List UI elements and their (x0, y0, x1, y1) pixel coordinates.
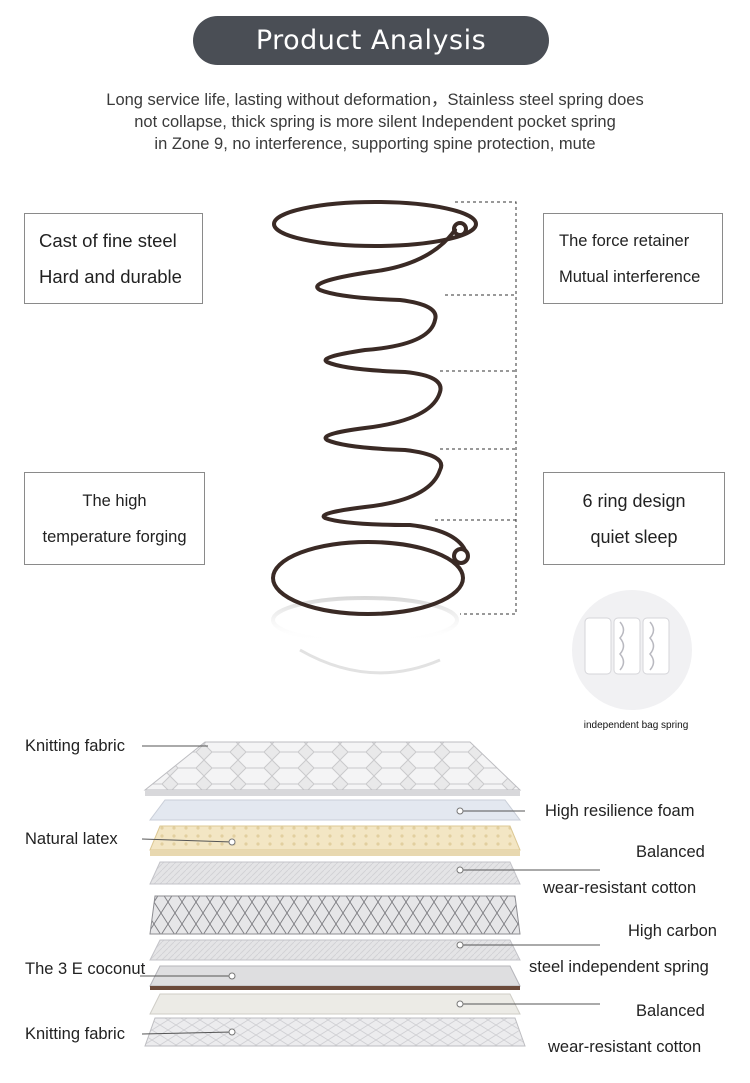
feature-line: Mutual interference (559, 267, 701, 286)
feature-box-cast-steel: Cast of fine steel Hard and durable (24, 213, 203, 304)
intro-line: in Zone 9, no interference, supporting s… (154, 135, 596, 153)
label-knitting-fabric-top: Knitting fabric (25, 737, 125, 755)
feature-box-forging: The high temperature forging (24, 472, 205, 565)
label-balanced-1: Balanced (636, 843, 705, 861)
intro-text: Long service life, lasting without defor… (40, 89, 710, 155)
feature-line: temperature forging (42, 527, 187, 546)
bag-spring-caption: independent bag spring (583, 720, 689, 731)
layer-wear-resistant-cotton-3 (149, 993, 521, 1015)
feature-line: The high (82, 491, 147, 510)
mattress-layers (143, 741, 526, 1047)
label-wear-resistant-cotton-1: wear-resistant cotton (543, 879, 697, 897)
layer-natural-latex (149, 825, 521, 851)
label-steel-independent-spring: steel independent spring (529, 958, 709, 976)
label-natural-latex: Natural latex (25, 830, 118, 848)
layer-high-resilience-foam (149, 799, 521, 821)
feature-line: 6 ring design (582, 490, 686, 511)
coil-spring (271, 200, 478, 616)
spring-reflection (271, 596, 459, 644)
label-high-resilience-foam: High resilience foam (545, 802, 695, 820)
layer-leader-dots (228, 807, 464, 1036)
label-3e-coconut: The 3 E coconut (25, 960, 146, 978)
intro-line: not collapse, thick spring is more silen… (134, 113, 616, 131)
feature-line: Hard and durable (39, 265, 182, 287)
layer-leader-lines (140, 745, 600, 1035)
intro-line: Long service life, lasting without defor… (106, 91, 644, 109)
feature-box-force-retainer: The force retainer Mutual interference (543, 213, 723, 304)
page-title: Product Analysis (255, 25, 487, 56)
label-high-carbon: High carbon (628, 922, 717, 940)
layer-wear-resistant-cotton-2 (149, 939, 521, 961)
feature-line: quiet sleep (590, 526, 678, 547)
pocket-spring-image (572, 590, 692, 710)
spring-reflection-coil (299, 648, 441, 675)
label-balanced-2: Balanced (636, 1002, 705, 1020)
title-banner: Product Analysis (193, 16, 549, 65)
layer-knitting-fabric-top (143, 741, 522, 791)
feature-box-ring-design: 6 ring design quiet sleep (543, 472, 725, 565)
layer-knitting-fabric-bottom (144, 1017, 526, 1047)
coil-guide-lines (435, 201, 517, 615)
label-wear-resistant-cotton-2: wear-resistant cotton (548, 1038, 702, 1056)
label-knitting-fabric-bottom: Knitting fabric (25, 1025, 125, 1043)
feature-line: Cast of fine steel (39, 229, 177, 251)
layer-spring-core (149, 895, 521, 935)
feature-line: The force retainer (559, 231, 690, 250)
layer-wear-resistant-cotton-1 (149, 861, 521, 885)
